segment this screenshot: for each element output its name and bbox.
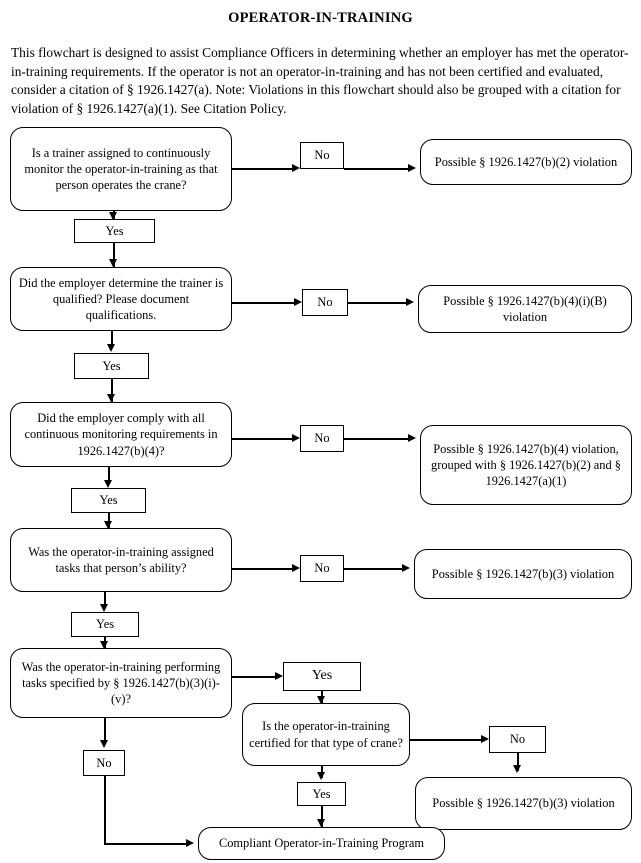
question-box-4-text: Was the operator-in-training assigned ta… — [28, 544, 214, 575]
decision-label-no-3: No — [300, 425, 344, 452]
arrow-q5-to-yes — [275, 672, 283, 680]
decision-label-no-1: No — [300, 142, 344, 169]
connector-yes1-to-q2 — [113, 243, 115, 267]
page-title: OPERATOR-IN-TRAINING — [228, 10, 413, 26]
outcome-box-2-text: Possible § 1926.1427(b)(4)(i)(B) violati… — [443, 293, 607, 324]
arrow-q5-to-no — [100, 740, 108, 748]
decision-label-yes-6-text: Yes — [312, 786, 331, 801]
decision-label-yes-2: Yes — [74, 353, 149, 379]
decision-label-no-4: No — [300, 555, 344, 582]
connector-q5-to-yes — [232, 676, 275, 678]
decision-label-yes-5-text: Yes — [311, 668, 333, 684]
decision-label-yes-3: Yes — [71, 488, 146, 513]
connector-q4-to-yes — [104, 592, 106, 608]
arrow-no4-to-outcome — [402, 564, 410, 572]
decision-label-no-5-text: No — [96, 755, 112, 770]
outcome-box-3: Possible § 1926.1427(b)(4) violation, gr… — [420, 425, 632, 505]
arrow-yes4-to-q5 — [100, 641, 108, 649]
outcome-box-6-text: Possible § 1926.1427(b)(3) violation — [432, 796, 615, 811]
question-box-6-text: Is the operator-in-training certified fo… — [249, 719, 403, 750]
question-box-2: Did the employer determine the trainer i… — [10, 267, 232, 331]
arrow-no1-to-outcome — [408, 164, 416, 172]
arrow-yes5-to-q6 — [317, 696, 325, 704]
connector-no3-to-outcome — [344, 438, 408, 440]
decision-label-yes-6: Yes — [297, 782, 346, 806]
connector-no2-to-outcome — [348, 302, 406, 304]
decision-label-yes-4: Yes — [71, 612, 139, 637]
question-box-3-text: Did the employer comply with all continu… — [24, 411, 218, 458]
outcome-box-1-text: Possible § 1926.1427(b)(2) violation — [434, 154, 618, 169]
arrow-yes6-to-final — [317, 819, 325, 827]
connector-no5-right — [104, 843, 186, 845]
arrow-no2-to-outcome — [406, 298, 414, 306]
arrow-q4-to-yes — [100, 604, 108, 612]
connector-q5-to-no — [104, 718, 106, 744]
connector-no1-to-outcome — [344, 168, 408, 170]
arrow-q3-to-no — [292, 434, 300, 442]
arrow-q4-to-no — [292, 564, 300, 572]
outcome-box-4: Possible § 1926.1427(b)(3) violation — [414, 549, 632, 599]
decision-label-yes-1-text: Yes — [105, 223, 124, 238]
decision-label-no-4-text: No — [314, 561, 330, 576]
arrow-yes3-to-q4 — [104, 521, 112, 529]
connector-no4-to-outcome — [344, 568, 402, 570]
connector-yes6-to-final — [321, 806, 323, 828]
arrow-no3-to-outcome — [408, 434, 416, 442]
question-box-5: Was the operator-in-training performing … — [10, 648, 232, 718]
final-outcome-box: Compliant Operator-in-Training Program — [198, 827, 445, 860]
arrow-yes1-to-q2 — [109, 259, 117, 267]
question-box-3: Did the employer comply with all continu… — [10, 402, 232, 467]
decision-label-yes-4-text: Yes — [95, 617, 115, 632]
intro-paragraph: This flowchart is designed to assist Com… — [11, 45, 629, 116]
arrow-q2-to-no — [294, 298, 302, 306]
question-box-1-text: Is a trainer assigned to continuously mo… — [24, 145, 218, 193]
decision-label-no-1-text: No — [314, 148, 330, 163]
arrow-yes2-to-q3 — [107, 394, 115, 402]
decision-label-no-6-text: No — [509, 732, 526, 747]
decision-label-no-5: No — [83, 750, 125, 776]
final-outcome-text: Compliant Operator-in-Training Program — [218, 836, 425, 851]
question-box-1: Is a trainer assigned to continuously mo… — [10, 127, 232, 211]
connector-q2-to-no — [232, 302, 294, 304]
arrow-q3-to-yes — [104, 480, 112, 488]
connector-no6-to-outcome — [517, 753, 519, 771]
connector-q3-to-yes — [108, 467, 110, 483]
arrow-no6-to-outcome — [513, 765, 521, 773]
outcome-box-3-text: Possible § 1926.1427(b)(4) violation, gr… — [431, 441, 621, 489]
decision-label-yes-3-text: Yes — [99, 493, 118, 508]
connector-yes2-to-q3 — [111, 379, 113, 402]
connector-q4-to-no — [232, 568, 292, 570]
connector-no5-down — [104, 776, 106, 844]
decision-label-no-3-text: No — [314, 431, 330, 446]
outcome-box-4-text: Possible § 1926.1427(b)(3) violation — [431, 566, 615, 581]
decision-label-no-6: No — [489, 726, 546, 753]
connector-q6-to-no — [410, 739, 481, 741]
decision-label-yes-2-text: Yes — [102, 358, 121, 373]
decision-label-yes-1: Yes — [74, 219, 155, 243]
connector-q2-to-yes — [111, 331, 113, 347]
outcome-box-1: Possible § 1926.1427(b)(2) violation — [420, 139, 632, 185]
question-box-4: Was the operator-in-training assigned ta… — [10, 528, 232, 592]
question-box-2-text: Did the employer determine the trainer i… — [18, 275, 224, 323]
outcome-box-6: Possible § 1926.1427(b)(3) violation — [415, 777, 632, 830]
decision-label-no-2-text: No — [317, 295, 333, 310]
connector-q3-to-no — [232, 438, 292, 440]
arrow-q2-to-yes — [107, 344, 115, 352]
arrow-q1-to-no — [292, 164, 300, 172]
arrow-q6-to-no — [481, 735, 489, 743]
connector-q1-to-no — [232, 168, 292, 170]
outcome-box-2: Possible § 1926.1427(b)(4)(i)(B) violati… — [418, 285, 632, 333]
question-box-6: Is the operator-in-training certified fo… — [242, 703, 410, 766]
decision-label-no-2: No — [302, 289, 348, 316]
arrow-q6-to-yes — [317, 772, 325, 780]
arrow-no5-to-final — [186, 839, 194, 847]
arrow-q1-to-yes — [109, 212, 117, 220]
decision-label-yes-5: Yes — [283, 662, 361, 691]
question-box-5-text: Was the operator-in-training performing … — [21, 659, 221, 707]
